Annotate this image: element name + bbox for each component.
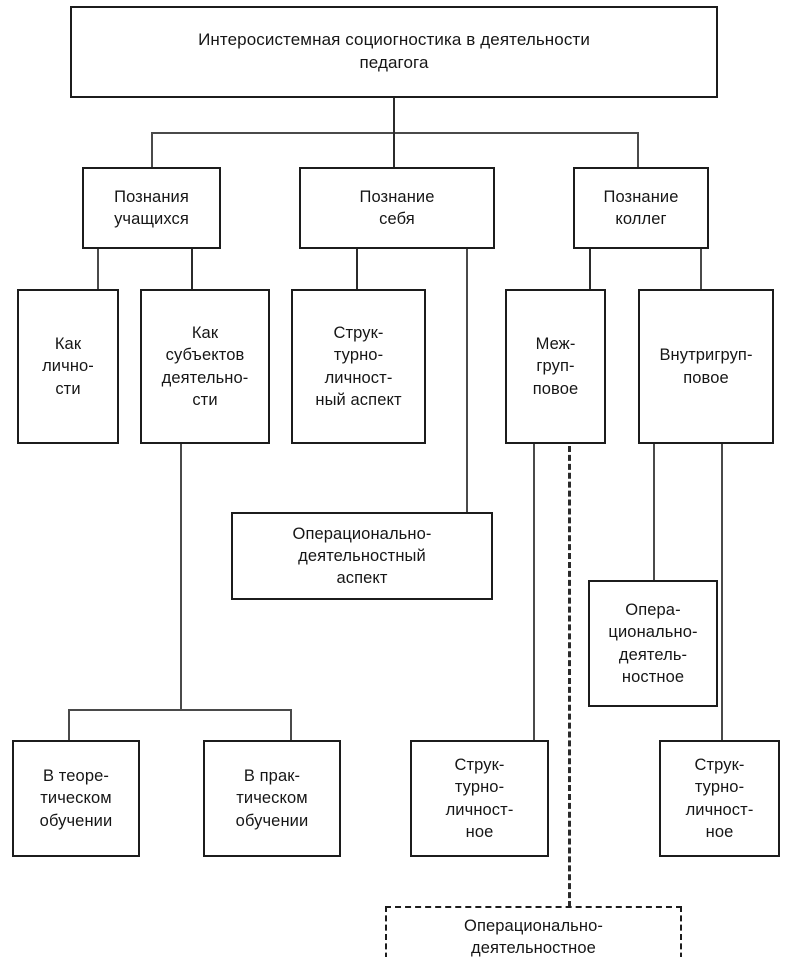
connector-bus-to-poznanie-kolleg [637, 132, 639, 168]
node-poznaniya-uchashchihsya-label: Познания учащихся [114, 187, 189, 228]
connector-mezhgruppovoe-to-strukturno [533, 444, 535, 749]
node-poznanie-sebya-label: Познание себя [359, 187, 435, 228]
node-poznanie-kolleg-label: Познание коллег [603, 187, 679, 228]
node-strukturno-lichnostnoe-right-label: Струк- турно- личност- ное [685, 756, 754, 841]
connector-poznaniya-to-kak-lichnosti [97, 249, 99, 290]
connector-bus-to-prakticheskom [290, 709, 292, 741]
connector-mezhgruppovoe-dashed-to-operacionalno [568, 446, 571, 907]
connector-poznaniya-to-kak-subjektov [191, 249, 193, 290]
node-operacionalno-deyatelnostnoe-right-label: Опера- ционально- деятель- ностное [608, 601, 698, 686]
node-v-teoreticheskom-obuchenii: В теоре- тическом обучении [12, 740, 140, 857]
node-strukturno-lichnostnyy-aspekt: Струк- турно- личност- ный аспект [291, 289, 426, 444]
connector-vnutrigruppovoe-to-operacionalno [653, 444, 655, 581]
connector-bus-to-poznanie-sebya [393, 132, 395, 168]
connector-bottom-left-bus [68, 709, 292, 711]
node-mezhgruppovoe-label: Меж- груп- повое [532, 335, 579, 398]
node-operacionalno-deyatelnostnyy-aspekt-label: Операционально- деятельностный аспект [292, 524, 432, 588]
node-vnutrigruppovoe: Внутригруп- повое [638, 289, 774, 444]
connector-kolleg-to-mezhgruppovoe [589, 249, 591, 290]
node-mezhgruppovoe: Меж- груп- повое [505, 289, 606, 444]
connector-bus-to-poznaniya [151, 132, 153, 168]
connector-sebya-to-strukturno-lichnostnyy [356, 249, 358, 290]
node-v-prakticheskom-obuchenii-label: В прак- тическом обучении [235, 767, 309, 830]
node-v-prakticheskom-obuchenii: В прак- тическом обучении [203, 740, 341, 857]
node-operacionalno-deyatelnostnoe-dashed: Операционально- деятельностное [385, 906, 682, 957]
connector-kolleg-to-vnutrigruppovoe [700, 249, 702, 290]
node-strukturno-lichnostnoe-center: Струк- турно- личност- ное [410, 740, 549, 857]
node-poznanie-sebya: Познание себя [299, 167, 495, 249]
connector-title-drop [393, 98, 395, 133]
node-vnutrigruppovoe-label: Внутригруп- повое [659, 346, 753, 387]
node-strukturno-lichnostnoe-right: Струк- турно- личност- ное [659, 740, 780, 857]
node-kak-subjektov-deyatelnosti: Как субъектов деятельно- сти [140, 289, 270, 444]
node-operacionalno-deyatelnostnyy-aspekt: Операционально- деятельностный аспект [231, 512, 493, 600]
node-title-interosystem-sociognostics: Интеросистемная социогностика в деятельн… [70, 6, 718, 98]
node-operacionalno-deyatelnostnoe-dashed-label: Операционально- деятельностное [464, 916, 603, 957]
connector-bus-to-teoreticheskom [68, 709, 70, 741]
node-kak-lichnosti-label: Как лично- сти [42, 335, 94, 398]
node-poznaniya-uchashchihsya: Познания учащихся [82, 167, 221, 249]
connector-sebya-to-operacionalno-aspekt [466, 249, 468, 513]
node-operacionalno-deyatelnostnoe-right: Опера- ционально- деятель- ностное [588, 580, 718, 707]
node-strukturno-lichnostnyy-aspekt-label: Струк- турно- личност- ный аспект [315, 324, 402, 409]
node-strukturno-lichnostnoe-center-label: Струк- турно- личност- ное [445, 756, 514, 841]
node-title-label: Интеросистемная социогностика в деятельн… [198, 30, 590, 72]
node-poznanie-kolleg: Познание коллег [573, 167, 709, 249]
node-v-teoreticheskom-obuchenii-label: В теоре- тическом обучении [39, 767, 113, 830]
node-kak-lichnosti: Как лично- сти [17, 289, 119, 444]
node-kak-subjektov-deyatelnosti-label: Как субъектов деятельно- сти [161, 324, 249, 409]
connector-vnutrigruppovoe-to-strukturno [721, 444, 723, 749]
connector-kak-subjektov-to-bus [180, 444, 182, 710]
